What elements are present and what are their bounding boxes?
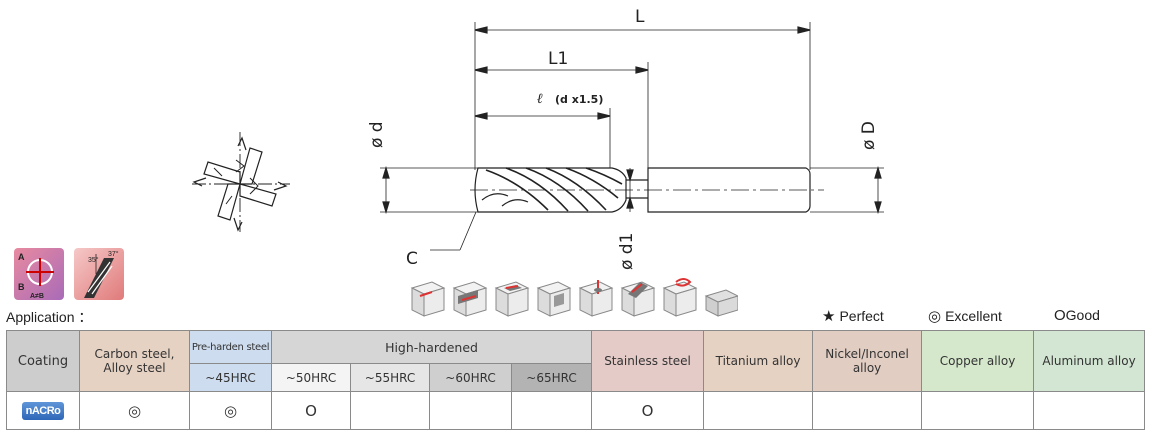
header-high-hardened: High-hardened xyxy=(270,330,593,364)
cell-pre-harden-steel: ◎ xyxy=(189,391,272,430)
helix-angle-35: 35° xyxy=(88,256,99,264)
dimension-L1-label: L1 xyxy=(548,49,568,69)
header-titanium-alloy: Titanium alloy xyxy=(703,330,814,392)
subheader-55hrc: ~55HRC xyxy=(350,363,430,392)
legend-good-label: Good xyxy=(1065,307,1100,323)
legend-perfect-label: Perfect xyxy=(839,308,884,324)
table-subheader-row: ~45HRC ~50HRC ~55HRC ~60HRC ~65HRC xyxy=(7,363,1145,392)
end-mill-technical-drawing: L L1 ℓ (d x1.5) ø d ø D ø d1 C xyxy=(192,7,884,270)
diameter-D-label: ø D xyxy=(859,121,879,150)
cell-50hrc: O xyxy=(271,391,351,430)
badge-ab-text: A≠B xyxy=(30,293,44,300)
star-icon: ★ xyxy=(822,308,836,325)
circle-icon: O xyxy=(1054,307,1066,324)
dimension-l-label: ℓ xyxy=(537,91,543,107)
cell-coating: nACRo xyxy=(6,391,80,430)
side-view-tool xyxy=(380,22,884,251)
diameter-d1-label: ø d1 xyxy=(617,233,637,270)
operation-icon-ramping xyxy=(620,281,656,317)
badge-a-text: A xyxy=(18,252,25,262)
cell-65hrc xyxy=(510,391,593,430)
nacro-coating-logo: nACRo xyxy=(21,401,65,420)
header-coating: Coating xyxy=(6,330,80,392)
diameter-d-label: ø d xyxy=(367,121,387,148)
cell-copper-alloy xyxy=(921,391,1035,430)
legend-excellent-label: Excellent xyxy=(945,308,1002,324)
cell-titanium-alloy xyxy=(703,391,814,430)
header-carbon-steel: Carbon steel, Alloy steel xyxy=(79,330,190,392)
cell-stainless-steel: O xyxy=(591,391,705,430)
dimension-L-label: L xyxy=(635,7,645,27)
end-view-cross-section xyxy=(192,132,290,232)
table-header-row: Coating Carbon steel, Alloy steel Pre-ha… xyxy=(6,330,1146,392)
operation-icon-slotting xyxy=(452,281,488,317)
subheader-65hrc: ~65HRC xyxy=(510,363,593,392)
machining-operation-icons xyxy=(410,278,738,317)
operation-icon-profiling xyxy=(536,281,572,317)
cell-aluminum-alloy xyxy=(1033,391,1146,430)
helix-angle-badge: 35° 37° xyxy=(74,248,124,300)
legend-excellent: ◎Excellent xyxy=(928,307,1002,325)
double-circle-icon: ◎ xyxy=(928,308,942,325)
cell-carbon-steel: ◎ xyxy=(79,391,190,430)
table-row: nACRo ◎ ◎ O O xyxy=(6,391,1146,430)
operation-icon-facing xyxy=(704,289,738,317)
subheader-50hrc: ~50HRC xyxy=(271,363,351,392)
legend-good: OGood xyxy=(1054,307,1100,324)
operation-icon-plunging xyxy=(578,280,614,317)
dimension-l-formula: (d x1.5) xyxy=(555,93,603,106)
badge-b-text: B xyxy=(18,282,25,292)
helix-angle-37: 37° xyxy=(108,250,119,258)
cell-55hrc xyxy=(350,391,430,430)
header-stainless-steel: Stainless steel xyxy=(591,330,705,392)
header-copper-alloy: Copper alloy xyxy=(921,330,1035,392)
application-label: Application ： xyxy=(6,309,93,325)
subheader-60hrc: ~60HRC xyxy=(429,363,512,392)
operation-icon-pocketing xyxy=(494,281,530,317)
cell-60hrc xyxy=(429,391,512,430)
header-pre-harden-steel: Pre-harden steel xyxy=(189,330,272,364)
operation-icon-side-milling xyxy=(410,281,446,317)
application-table: Coating Carbon steel, Alloy steel Pre-ha… xyxy=(6,330,1146,430)
subheader-45hrc: ~45HRC xyxy=(189,363,272,392)
legend-perfect: ★Perfect xyxy=(822,307,884,325)
operation-icon-helical xyxy=(662,278,698,317)
chamfer-C-label: C xyxy=(406,249,418,269)
header-nickel-inconel-alloy: Nickel/Inconel alloy xyxy=(812,330,923,392)
cell-nickel-inconel-alloy xyxy=(812,391,923,430)
cutting-type-badge: A B A≠B xyxy=(14,248,64,300)
header-aluminum-alloy: Aluminum alloy xyxy=(1033,330,1146,392)
